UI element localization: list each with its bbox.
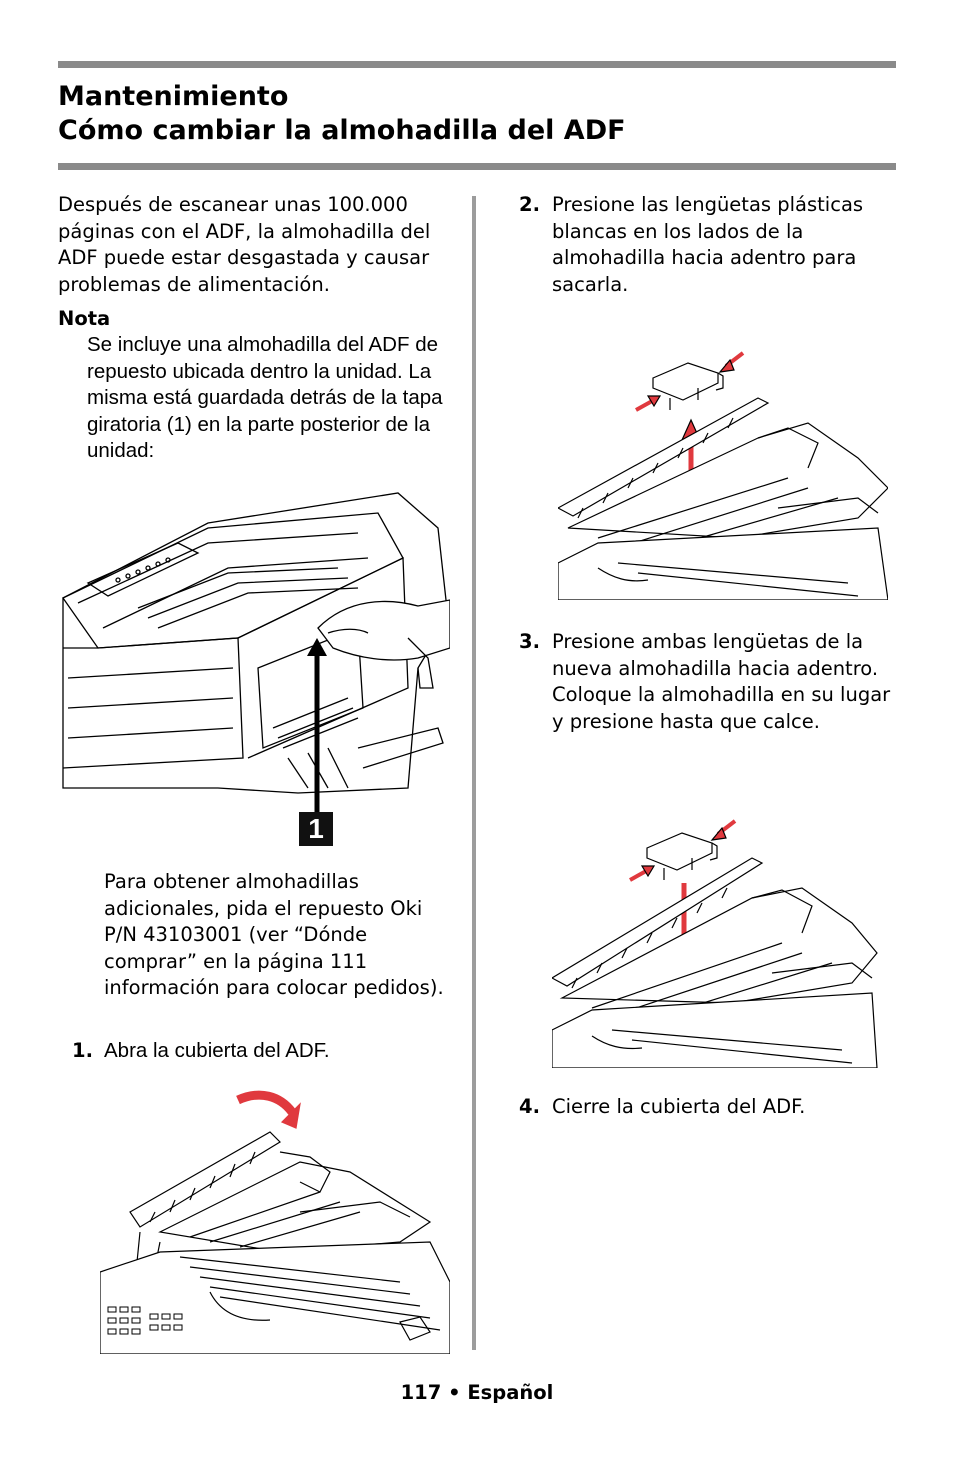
note-label: Nota	[58, 307, 111, 330]
printer-rear-cover-illustration	[58, 488, 450, 848]
top-rule	[58, 61, 896, 68]
install-pad-illustration	[552, 818, 882, 1068]
page-heading: Mantenimiento Cómo cambiar la almohadill…	[58, 80, 626, 148]
column-divider	[472, 196, 476, 1350]
step-4-number: 4.	[519, 1095, 540, 1118]
step-3-text: Presione ambas lengüetas de la nueva alm…	[552, 630, 891, 733]
heading-bottom-rule	[58, 163, 896, 170]
step-2-number: 2.	[519, 193, 540, 216]
note-text: Se incluye una almohadilla del ADF de re…	[87, 333, 443, 462]
remove-pad-illustration	[558, 348, 888, 600]
step-1-text: Abra la cubierta del ADF.	[104, 1039, 330, 1062]
page-footer: 117 • Español	[400, 1381, 554, 1404]
order-info-paragraph: Para obtener almohadillas adicionales, p…	[104, 870, 444, 999]
step-3-number: 3.	[519, 630, 540, 653]
open-adf-cover-illustration	[100, 1082, 450, 1354]
step-2-text: Presione las lengüetas plásticas blancas…	[552, 193, 864, 296]
heading-section: Mantenimiento	[58, 81, 289, 112]
step-1-number: 1.	[72, 1039, 93, 1062]
callout-number: 1	[299, 812, 333, 846]
heading-title: Cómo cambiar la almohadilla del ADF	[58, 115, 626, 146]
intro-paragraph: Después de escanear unas 100.000 páginas…	[58, 193, 431, 296]
step-4-text: Cierre la cubierta del ADF.	[552, 1095, 806, 1118]
